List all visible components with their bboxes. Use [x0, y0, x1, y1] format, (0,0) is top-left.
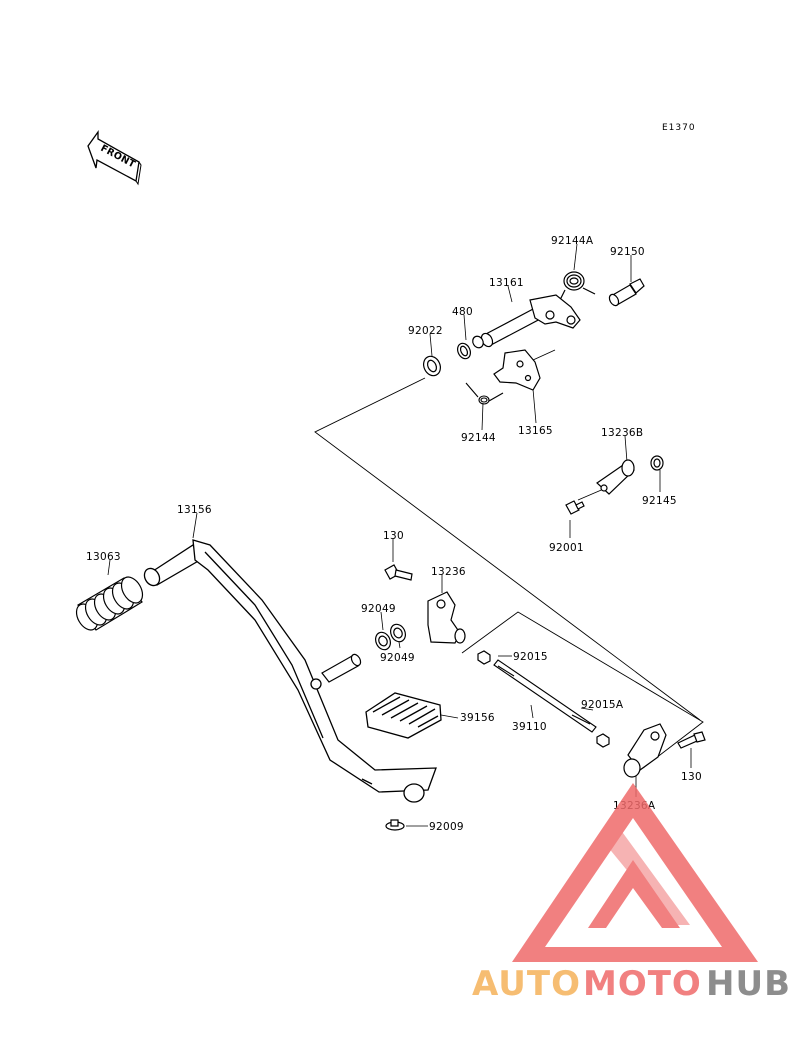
label-13156: 13156	[177, 504, 212, 516]
watermark-hub: HUB	[706, 964, 791, 1004]
bolt-92150-icon	[608, 278, 645, 307]
pivot-shaft-icon	[321, 653, 362, 683]
washer-92049-icon	[375, 623, 406, 651]
label-92144: 92144	[461, 432, 496, 444]
label-480: 480	[452, 306, 473, 318]
arm-13236a-icon	[623, 723, 667, 778]
clip-92145-icon	[650, 455, 664, 471]
label-92049-lower: 92049	[380, 652, 415, 664]
shift-rubber-13063-icon	[75, 576, 144, 631]
label-130-right: 130	[681, 771, 702, 783]
watermark-auto: AUTO	[472, 964, 581, 1004]
rubber-pad-39156-icon	[365, 692, 442, 739]
label-13236b: 13236B	[601, 427, 643, 439]
label-13161: 13161	[489, 277, 524, 289]
spring-92144a-icon	[559, 271, 596, 301]
watermark-moto: MOTO	[583, 964, 702, 1004]
plate-13165-icon	[493, 349, 541, 391]
leader-lines	[107, 243, 692, 827]
label-13063: 13063	[86, 551, 121, 563]
label-13165: 13165	[518, 425, 553, 437]
nut-92015a-icon	[596, 733, 610, 748]
assembly-outline	[314, 349, 704, 769]
arm-13236b-icon	[596, 459, 635, 495]
label-92015: 92015	[513, 651, 548, 663]
label-92001: 92001	[549, 542, 584, 554]
label-92049-upper: 92049	[361, 603, 396, 615]
bolt-130-right-icon	[677, 731, 706, 749]
arm-13236-icon	[427, 591, 466, 644]
front-arrow-icon: FRONT	[87, 129, 142, 186]
bolt-92001-icon	[565, 500, 585, 515]
label-39156: 39156	[460, 712, 495, 724]
automotohub-logo: AUTO MOTO HUB	[472, 783, 791, 1004]
bolt-92009-icon	[385, 819, 405, 831]
label-130-top: 130	[383, 530, 404, 542]
label-39110: 39110	[512, 721, 547, 733]
washer-480-icon	[456, 342, 472, 360]
washer-92022-icon	[423, 355, 441, 377]
label-92015a: 92015A	[581, 699, 624, 711]
spring-92144-icon	[465, 382, 504, 405]
label-92144a: 92144A	[551, 235, 594, 247]
label-13236: 13236	[431, 566, 466, 578]
shift-shaft-13161-icon	[472, 294, 581, 349]
diagram-reference-code: E1370	[662, 123, 696, 133]
label-92022: 92022	[408, 325, 443, 337]
nut-92015-icon	[477, 650, 491, 665]
label-92009: 92009	[429, 821, 464, 833]
bolt-130-top-icon	[384, 564, 413, 581]
label-92145: 92145	[642, 495, 677, 507]
label-92150: 92150	[610, 246, 645, 258]
tie-rod-39110-icon	[493, 659, 597, 733]
shift-pedal-13156-icon	[143, 539, 437, 803]
